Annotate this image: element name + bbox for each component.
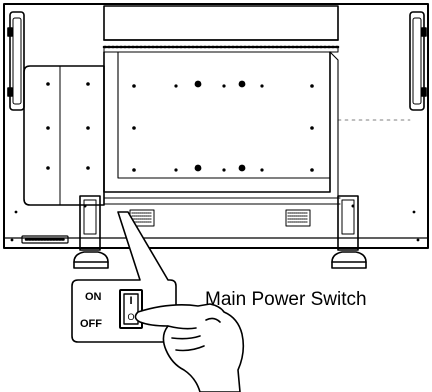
- screw-holes: [10, 80, 420, 242]
- mounting-plate: [103, 51, 341, 205]
- hand-pointer-icon: [134, 303, 245, 392]
- left-terminal-panel: [23, 65, 105, 206]
- speaker-grille-right: [285, 209, 311, 227]
- main-power-switch-label: Main Power Switch: [205, 289, 367, 310]
- on-label: ON: [85, 291, 102, 303]
- rocker-switch-icon: [119, 289, 143, 329]
- top-mount-bracket: [102, 5, 340, 53]
- right-stand: [331, 195, 367, 269]
- switch-on-mark: I: [129, 295, 132, 307]
- display-back-outline: [3, 3, 429, 249]
- off-label: OFF: [80, 318, 102, 330]
- right-carry-handle: [409, 11, 427, 111]
- left-carry-handle: [7, 11, 25, 111]
- left-stand: [73, 195, 109, 269]
- connector-strip: [21, 235, 69, 244]
- switch-off-mark: O: [127, 312, 134, 322]
